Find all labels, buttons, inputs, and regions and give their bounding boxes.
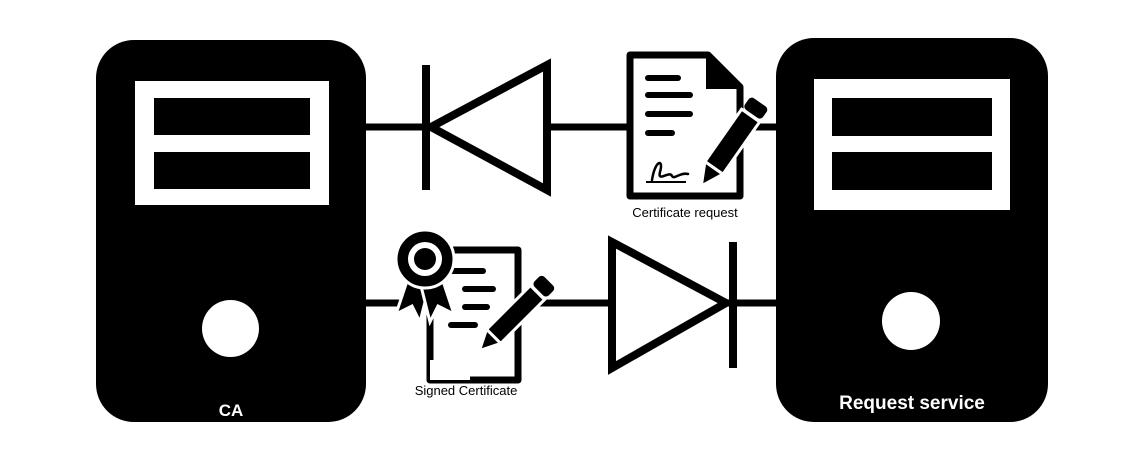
request-service-drive-bay-top	[832, 98, 992, 136]
pencil-icon	[477, 275, 555, 353]
request-service-server-label: Request service	[839, 393, 985, 414]
ca-server-label: CA	[218, 401, 244, 420]
diode-right-icon	[608, 235, 737, 375]
request-service-server-icon: Request service	[776, 38, 1048, 422]
award-ribbon-icon	[393, 228, 457, 327]
request-service-drive-bay-bottom	[832, 152, 992, 190]
certificate-request-caption: Certificate request	[632, 205, 738, 220]
signed-certificate-caption: Signed Certificate	[414, 383, 518, 398]
pencil-icon	[699, 97, 768, 189]
ca-server-icon: CA	[96, 40, 366, 422]
ca-power-led	[202, 300, 259, 357]
signed-certificate-document-icon	[426, 246, 522, 384]
ca-drive-bay-bottom	[154, 152, 310, 189]
diode-left-icon	[422, 58, 551, 197]
request-service-power-led	[882, 292, 940, 350]
ca-drive-bay-top	[154, 98, 310, 135]
